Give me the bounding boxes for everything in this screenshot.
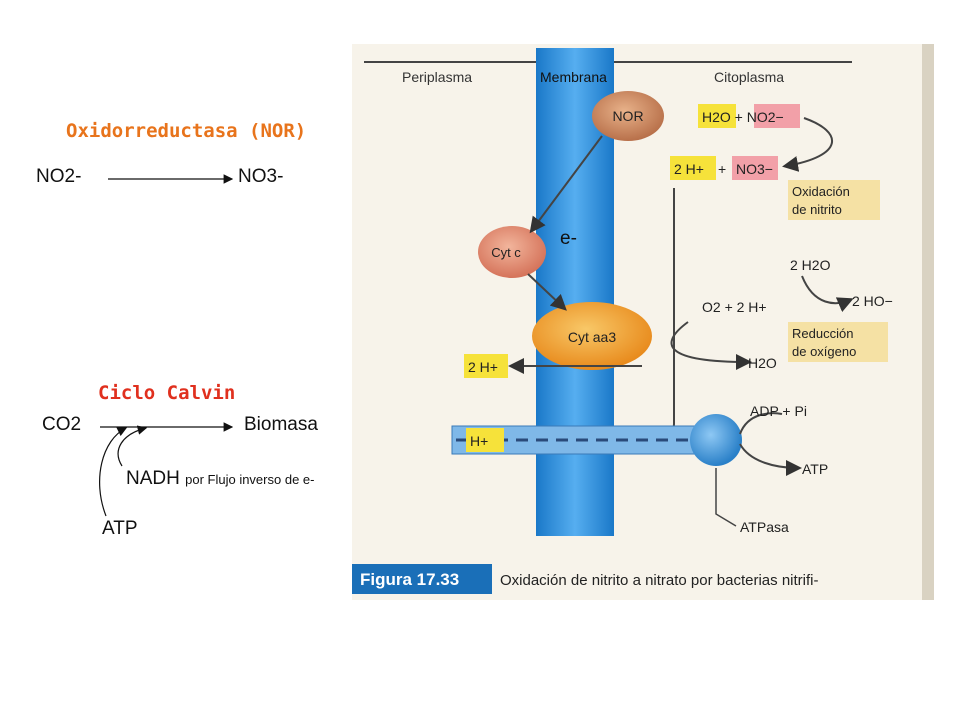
calvin-title: Ciclo Calvin [98, 382, 236, 404]
o2-label: O2 + 2 H+ [702, 299, 767, 315]
2h-box [670, 156, 716, 180]
reduccion-line1: Reducción [792, 326, 853, 341]
atpasa-label: ATPasa [740, 519, 789, 535]
nadh-input-arrow [117, 425, 148, 467]
atpase-head [690, 414, 742, 466]
h-cyto-label: 2 H+ [674, 161, 704, 177]
cyt-aa3-label: Cyt aa3 [568, 329, 616, 345]
no2-box [754, 104, 800, 128]
cyt-aa3 [532, 302, 652, 370]
svg-text:+: + [718, 161, 726, 177]
oxidacion-box [788, 180, 880, 220]
oxygen-reduction-arrow [670, 321, 752, 370]
adp-label: ADP + Pi [750, 403, 807, 419]
ho-label: 2 HO− [852, 293, 893, 309]
textbook-figure: Periplasma Membrana Citoplasma NOR Cyt c… [352, 44, 934, 600]
oxidation-arrow [782, 117, 833, 172]
electron-arrow-2 [527, 273, 567, 311]
figure-number-box [352, 564, 492, 594]
h2o-box [698, 104, 736, 128]
membrana-label: Membrana [540, 69, 607, 85]
nor-enzyme-label: NOR [612, 108, 643, 124]
cyt-c [478, 226, 546, 278]
atp-label: ATP [102, 518, 138, 539]
reduccion-box [788, 322, 888, 362]
reduccion-line2: de oxígeno [792, 344, 856, 359]
2h-peri-box [464, 354, 508, 378]
nadh-text: NADH [126, 468, 180, 489]
h2o-product-label: H2O [748, 355, 777, 371]
h2o-no2-label: H2O + NO2− [702, 109, 784, 125]
2h-peri-label: 2 H+ [468, 359, 498, 375]
hplus-label: H+ [470, 433, 488, 449]
calvin-product: Biomasa [244, 414, 318, 435]
no3-box [732, 156, 778, 180]
atp-input-arrow [99, 427, 128, 517]
citoplasma-label: Citoplasma [714, 69, 784, 85]
hplus-box [466, 428, 504, 452]
nor-reactant: NO2- [36, 166, 82, 187]
atp-product-label: ATP [802, 461, 828, 477]
calvin-reactant: CO2 [42, 414, 82, 435]
left-arrows [99, 174, 234, 517]
no3-label: NO3− [736, 161, 773, 177]
oxidacion-line1: Oxidación [792, 184, 850, 199]
electron-arrow-1 [529, 135, 603, 234]
figure-number: Figura 17.33 [360, 570, 459, 589]
water-label: 2 H2O [790, 257, 831, 273]
figure-caption: Oxidación de nitrito a nitrato por bacte… [500, 572, 818, 589]
oxidacion-line2: de nitrito [792, 202, 842, 217]
electron-label: e- [560, 228, 577, 249]
nor-enzyme [592, 91, 664, 141]
nor-product: NO3- [238, 166, 284, 187]
nor-title: Oxidorreductasa (NOR) [66, 120, 307, 142]
nadh-note: por Flujo inverso de e- [185, 472, 315, 487]
periplasma-label: Periplasma [402, 69, 472, 85]
cyt-c-label: Cyt c [491, 245, 521, 260]
nadh-label: NADH por Flujo inverso de e- [126, 468, 314, 490]
